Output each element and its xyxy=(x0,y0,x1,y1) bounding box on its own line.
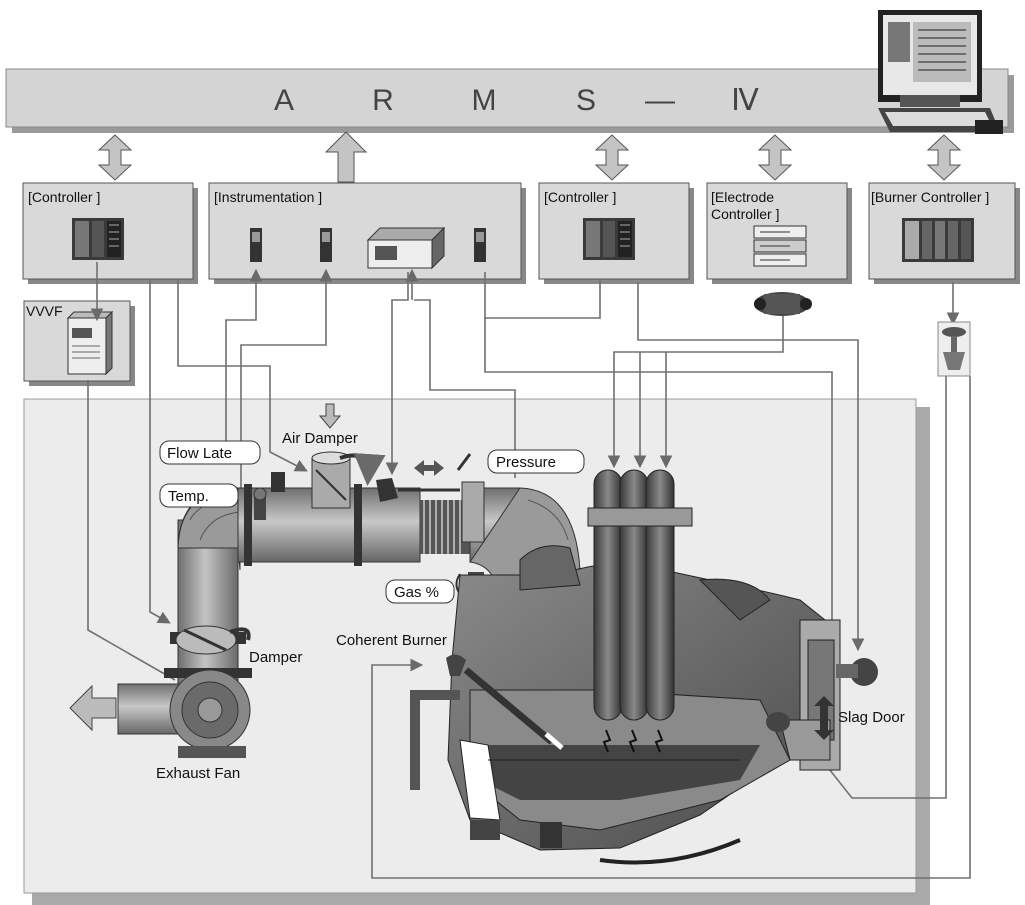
callout-temp: Temp. xyxy=(160,484,238,507)
vvvf-label: VVVF xyxy=(26,303,63,319)
analyzer-icon xyxy=(368,228,444,268)
plc-rack-icon-3 xyxy=(902,218,974,262)
flow-late-label: Flow Late xyxy=(167,445,232,462)
exhaust-fan-label: Exhaust Fan xyxy=(156,765,240,782)
controller-1-label: [Controller ] xyxy=(28,189,100,205)
controller-2-label: [Controller ] xyxy=(544,189,616,205)
double-arrow-controller-2 xyxy=(596,135,628,180)
bus-connectors xyxy=(99,132,960,182)
transmitter-icon-1 xyxy=(250,228,262,262)
pressure-label: Pressure xyxy=(496,454,556,471)
coherent-burner-label: Coherent Burner xyxy=(336,632,447,649)
instrumentation-label: [Instrumentation ] xyxy=(214,189,322,205)
inverter-icon xyxy=(68,312,112,374)
double-arrow-controller-1 xyxy=(99,135,131,180)
damper-label: Damper xyxy=(249,649,302,666)
callout-flow-late: Flow Late xyxy=(160,441,260,464)
instrumentation-box: [Instrumentation ] xyxy=(209,183,526,284)
air-damper-icon xyxy=(312,452,350,508)
vvvf-box: VVVF xyxy=(24,301,135,386)
up-arrow-instrumentation xyxy=(326,132,366,182)
electrode-rack-icon xyxy=(754,226,806,266)
air-damper-label: Air Damper xyxy=(282,430,358,447)
electrode-label-line1: [Electrode xyxy=(711,189,774,205)
valve-icon xyxy=(938,322,970,376)
transmitter-icon-2 xyxy=(320,228,332,262)
transmitter-icon-3 xyxy=(474,228,486,262)
bus-letter-m: M xyxy=(472,84,497,117)
plc-rack-icon xyxy=(72,218,124,260)
controller-box-2: [Controller ] xyxy=(539,183,694,284)
gas-label: Gas % xyxy=(394,584,439,601)
bus-letter-r: R xyxy=(372,84,394,117)
double-arrow-burner xyxy=(928,135,960,180)
burner-controller-label: [Burner Controller ] xyxy=(871,189,989,205)
electrode-label-line2: Controller ] xyxy=(711,206,779,222)
burner-controller-box: [Burner Controller ] xyxy=(869,183,1020,284)
bus-letter-s: S xyxy=(576,84,596,117)
callout-gas: Gas % xyxy=(386,580,454,603)
motor-icon xyxy=(754,292,812,316)
bus-dash: — xyxy=(645,84,675,117)
bus-roman-four: Ⅳ xyxy=(731,84,759,117)
plc-rack-icon-2 xyxy=(583,218,635,260)
arms-bus: A R M S — Ⅳ xyxy=(6,69,1014,133)
slag-door-label: Slag Door xyxy=(838,709,905,726)
bus-letter-a: A xyxy=(274,84,294,117)
double-arrow-electrode xyxy=(759,135,791,180)
damper-icon xyxy=(176,626,236,654)
temp-label: Temp. xyxy=(168,488,209,505)
callout-pressure: Pressure xyxy=(488,450,584,473)
electrode-controller-box: [Electrode Controller ] xyxy=(707,183,852,284)
controller-box-1: [Controller ] xyxy=(23,183,198,284)
